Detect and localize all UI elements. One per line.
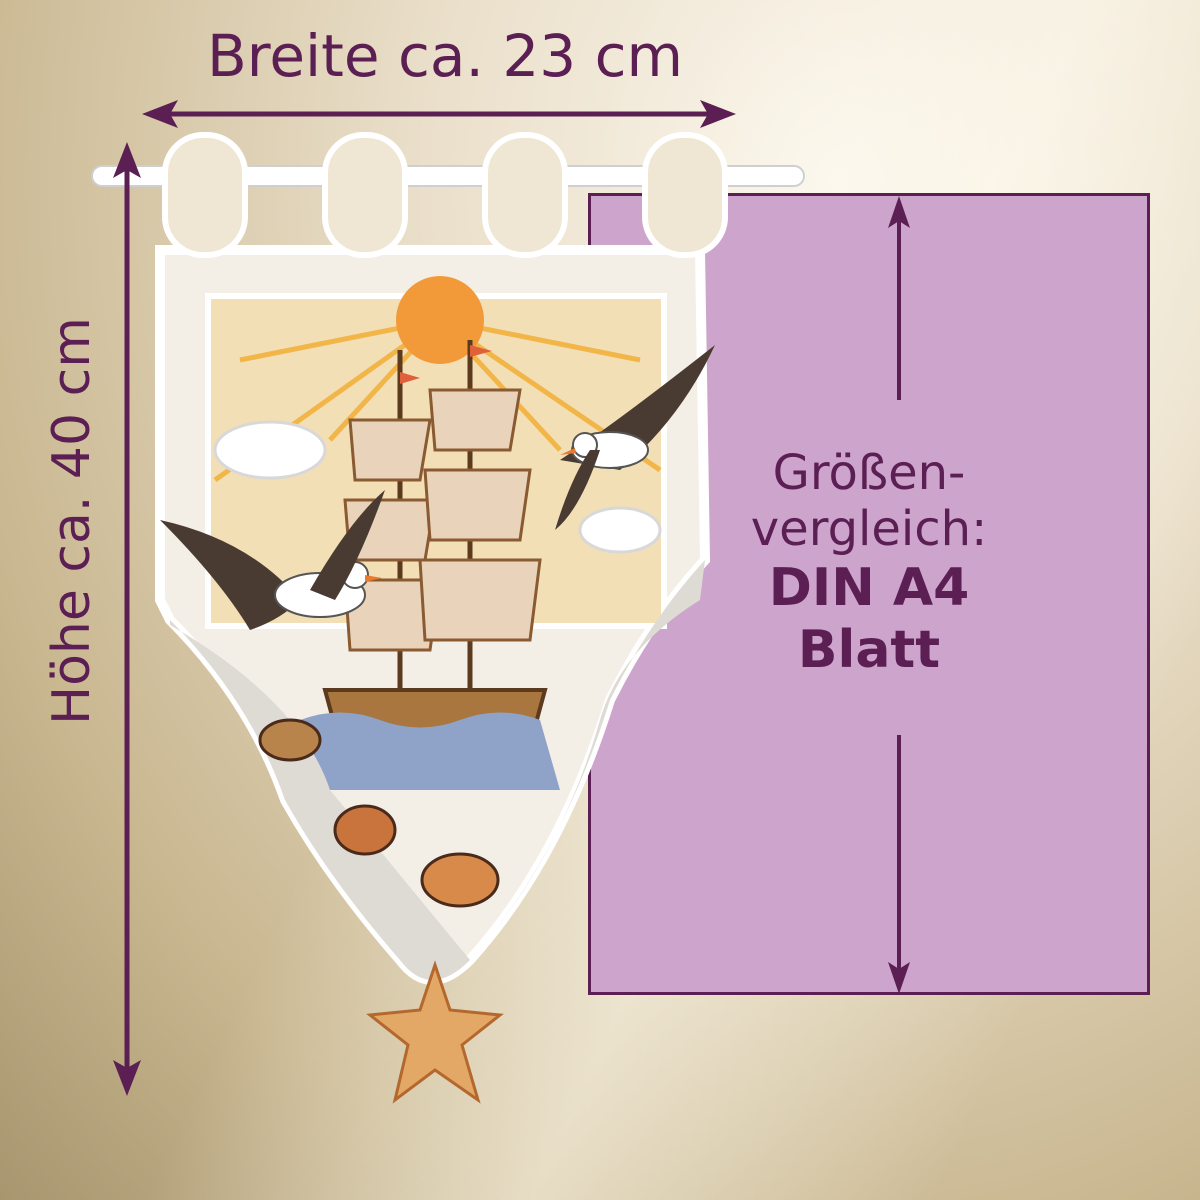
width-arrow: [142, 100, 736, 128]
a4-line-3: DIN A4: [768, 558, 970, 618]
fishing-net: [170, 560, 705, 980]
lace-curtain-icon: [155, 132, 728, 1104]
ship-icon: [322, 340, 548, 747]
sail: [343, 578, 442, 652]
snail-shell-icon: [420, 852, 500, 908]
sail: [348, 418, 432, 482]
a4-comparison-text: Größen- vergleich: DIN A4 Blatt: [588, 445, 1150, 681]
flag: [470, 345, 492, 357]
a4-line-4: Blatt: [797, 620, 941, 680]
mussel-icon: [258, 718, 322, 762]
a4-height-arrow: [888, 196, 910, 994]
cloud-left: [213, 420, 327, 480]
height-arrow: [113, 142, 141, 1096]
a4-line-1: Größen-: [772, 445, 966, 501]
cloud-right: [578, 506, 662, 554]
seagull-right-icon: [555, 345, 715, 530]
starfish-icon: [366, 960, 504, 1104]
height-label: Höhe ca. 40 cm: [42, 317, 102, 725]
flag: [400, 372, 420, 384]
sun: [396, 276, 484, 364]
shell-icon: [333, 804, 397, 856]
sail: [428, 388, 522, 452]
sea-waves: [300, 712, 560, 790]
width-label: Breite ca. 23 cm: [207, 22, 683, 90]
a4-line-2: vergleich:: [750, 501, 988, 557]
curtain-rod: [91, 165, 805, 187]
curtain-loops: [162, 132, 728, 258]
sail: [423, 468, 532, 542]
sail: [418, 558, 542, 642]
seagull-left-icon: [160, 490, 385, 630]
